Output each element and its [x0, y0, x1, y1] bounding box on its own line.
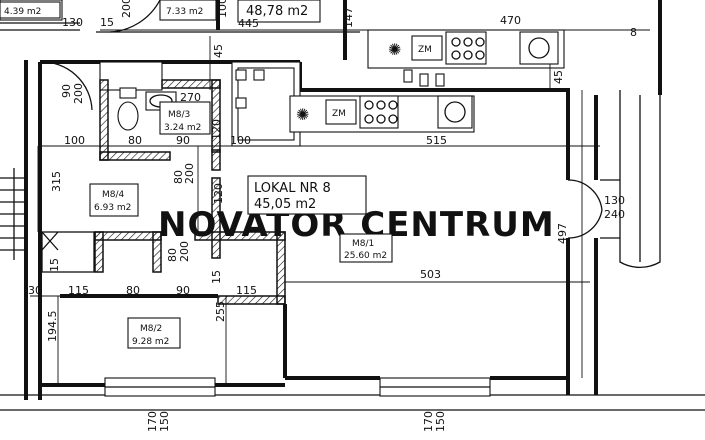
dim-130-r: 130 [604, 194, 625, 207]
dim-100-l: 100 [64, 134, 85, 147]
door-swing-right-lower [567, 209, 603, 239]
dim-100-top: 100 [216, 0, 229, 18]
dim-120-b: 120 [212, 183, 225, 204]
dim-80-b: 80 [126, 284, 140, 297]
dim-15-b: 15 [48, 258, 61, 272]
dim-170-a: 170 [146, 411, 159, 432]
room-m8-4-box [89, 183, 139, 217]
walls [0, 60, 705, 411]
dim-30: 30 [28, 284, 42, 297]
room-m8-2-box [127, 317, 181, 349]
neighbor-area-box-3 [237, 0, 321, 23]
dim-45-a: 45 [212, 44, 225, 58]
dim-120-a: 120 [210, 119, 223, 140]
room-m8-2-id: M8/2 [140, 324, 162, 334]
zm-upper-box [411, 35, 443, 61]
room-m8-3-id: M8/3 [168, 110, 190, 120]
dim-130-top: 130 [62, 16, 83, 29]
room-m8-4-area: 6.93 m2 [94, 203, 131, 213]
dim-200-v1: 200 [183, 163, 196, 184]
unit-title: LOKAL NR 8 [254, 181, 331, 196]
staircase [0, 168, 26, 260]
dim-503: 503 [420, 268, 441, 281]
room-m8-2-area: 9.28 m2 [132, 337, 169, 347]
neighbor-area-3: 48,78 m2 [246, 4, 308, 19]
dim-200-v2: 200 [178, 241, 191, 262]
zm-lower-label: ZM [332, 109, 346, 119]
dim-470: 470 [500, 14, 521, 27]
dim-80-v2: 80 [166, 248, 179, 262]
dim-150-b: 150 [434, 411, 447, 432]
dim-90-a: 90 [176, 134, 190, 147]
dim-147: 147 [342, 7, 355, 28]
dim-90-b: 90 [176, 284, 190, 297]
dim-80-a: 80 [128, 134, 142, 147]
room-m8-3-area: 3.24 m2 [164, 123, 201, 133]
room-m8-1-id: M8/1 [352, 239, 374, 249]
dim-100-m: 100 [230, 134, 251, 147]
sun-icon-lower: ✺ [296, 105, 309, 124]
dim-270: 270 [180, 91, 201, 104]
dim-497: 497 [556, 223, 569, 244]
sun-icon: ✺ [388, 40, 401, 59]
dim-240-r: 240 [604, 208, 625, 221]
kitchen-sink-upper-icon [519, 31, 559, 65]
fixtures: ✺ ZM ✺ ZM [117, 29, 565, 133]
dim-445: 445 [238, 17, 259, 30]
dim-194-5: 194.5 [46, 311, 59, 343]
kitchen-sink-lower-icon [437, 95, 473, 129]
dim-15-c: 15 [210, 270, 223, 284]
dimension-labels: 130 15 200 100 445 147 470 8 45 45 90 20… [28, 0, 637, 432]
dim-115-b: 115 [236, 284, 257, 297]
dim-80-v1: 80 [172, 170, 185, 184]
dim-255: 255 [214, 301, 227, 322]
neighbor-door-swing [109, 0, 161, 33]
room-m8-3-box [159, 101, 211, 135]
toilet-icon [117, 101, 139, 131]
neighbor-area-2: 7.33 m2 [166, 7, 203, 17]
door-swing-right-upper [567, 179, 603, 211]
dim-45-b: 45 [552, 70, 565, 84]
zm-upper-label: ZM [418, 45, 432, 55]
dim-115-a: 115 [68, 284, 89, 297]
column-cross [41, 231, 59, 251]
dim-15-a: 15 [100, 16, 114, 29]
room-m8-1-area: 25.60 m2 [344, 251, 387, 261]
counter-upper-left [99, 61, 163, 91]
dim-200-top: 200 [120, 0, 133, 18]
dim-8: 8 [630, 26, 637, 39]
dim-90: 90 [60, 84, 73, 98]
entry-door-swing [39, 61, 93, 111]
room-m8-4-id: M8/4 [102, 190, 125, 200]
dim-150-a: 150 [158, 411, 171, 432]
room-labels: 4.39 m2 7.33 m2 48,78 m2 LOKAL NR 8 45,0… [0, 1, 393, 349]
dim-515: 515 [426, 134, 447, 147]
dimension-lines [30, 29, 650, 385]
room-m8-1-box [339, 233, 393, 263]
dim-315: 315 [50, 171, 63, 192]
zm-lower-box [325, 99, 357, 125]
dim-170-b: 170 [422, 411, 435, 432]
unit-label-box [247, 175, 367, 215]
unit-area: 45,05 m2 [254, 197, 316, 212]
neighbor-area-1: 4.39 m2 [4, 7, 41, 17]
neighbor-area-label-box-1 [0, 1, 61, 19]
dim-200-door: 200 [72, 83, 85, 104]
